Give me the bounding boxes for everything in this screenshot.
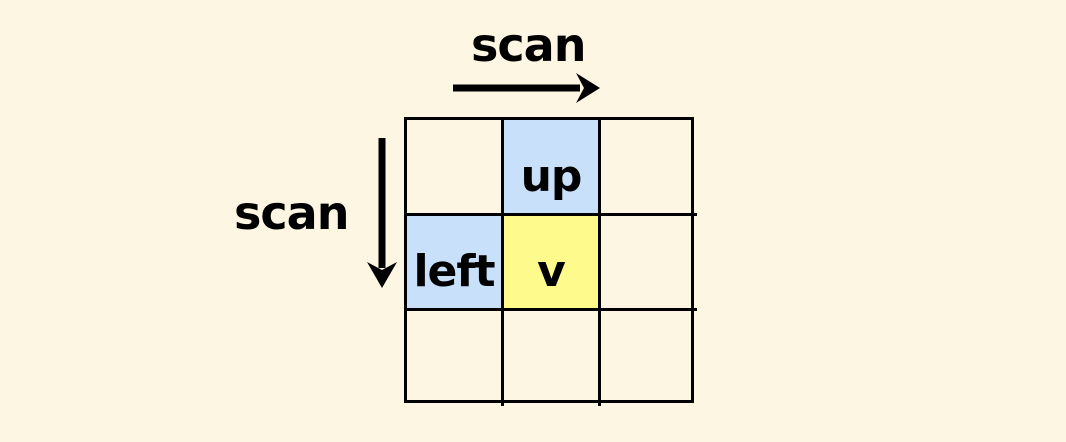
grid-cell-label: left (413, 246, 495, 297)
grid-cell-r0c0[interactable] (407, 120, 504, 216)
scan-label-vertical: scan (234, 186, 349, 240)
grid-cell-r2c2[interactable] (601, 311, 697, 406)
grid-cell-r1c1[interactable]: v (504, 216, 601, 311)
grid-cell-r0c2[interactable] (601, 120, 697, 216)
arrow-right-icon (453, 73, 600, 103)
arrow-down-icon (367, 138, 397, 288)
grid-cell-r1c2[interactable] (601, 216, 697, 311)
grid-cell-label: up (520, 150, 583, 202)
grid-cell-r1c0[interactable]: left (407, 216, 504, 311)
grid-cell-r2c1[interactable] (504, 311, 601, 406)
scan-grid: up left v (404, 117, 697, 406)
grid-cell-label: v (537, 246, 566, 297)
grid-cell-r0c1[interactable]: up (504, 120, 601, 216)
grid-cell-r2c0[interactable] (407, 311, 504, 406)
scan-label-horizontal: scan (471, 18, 586, 72)
